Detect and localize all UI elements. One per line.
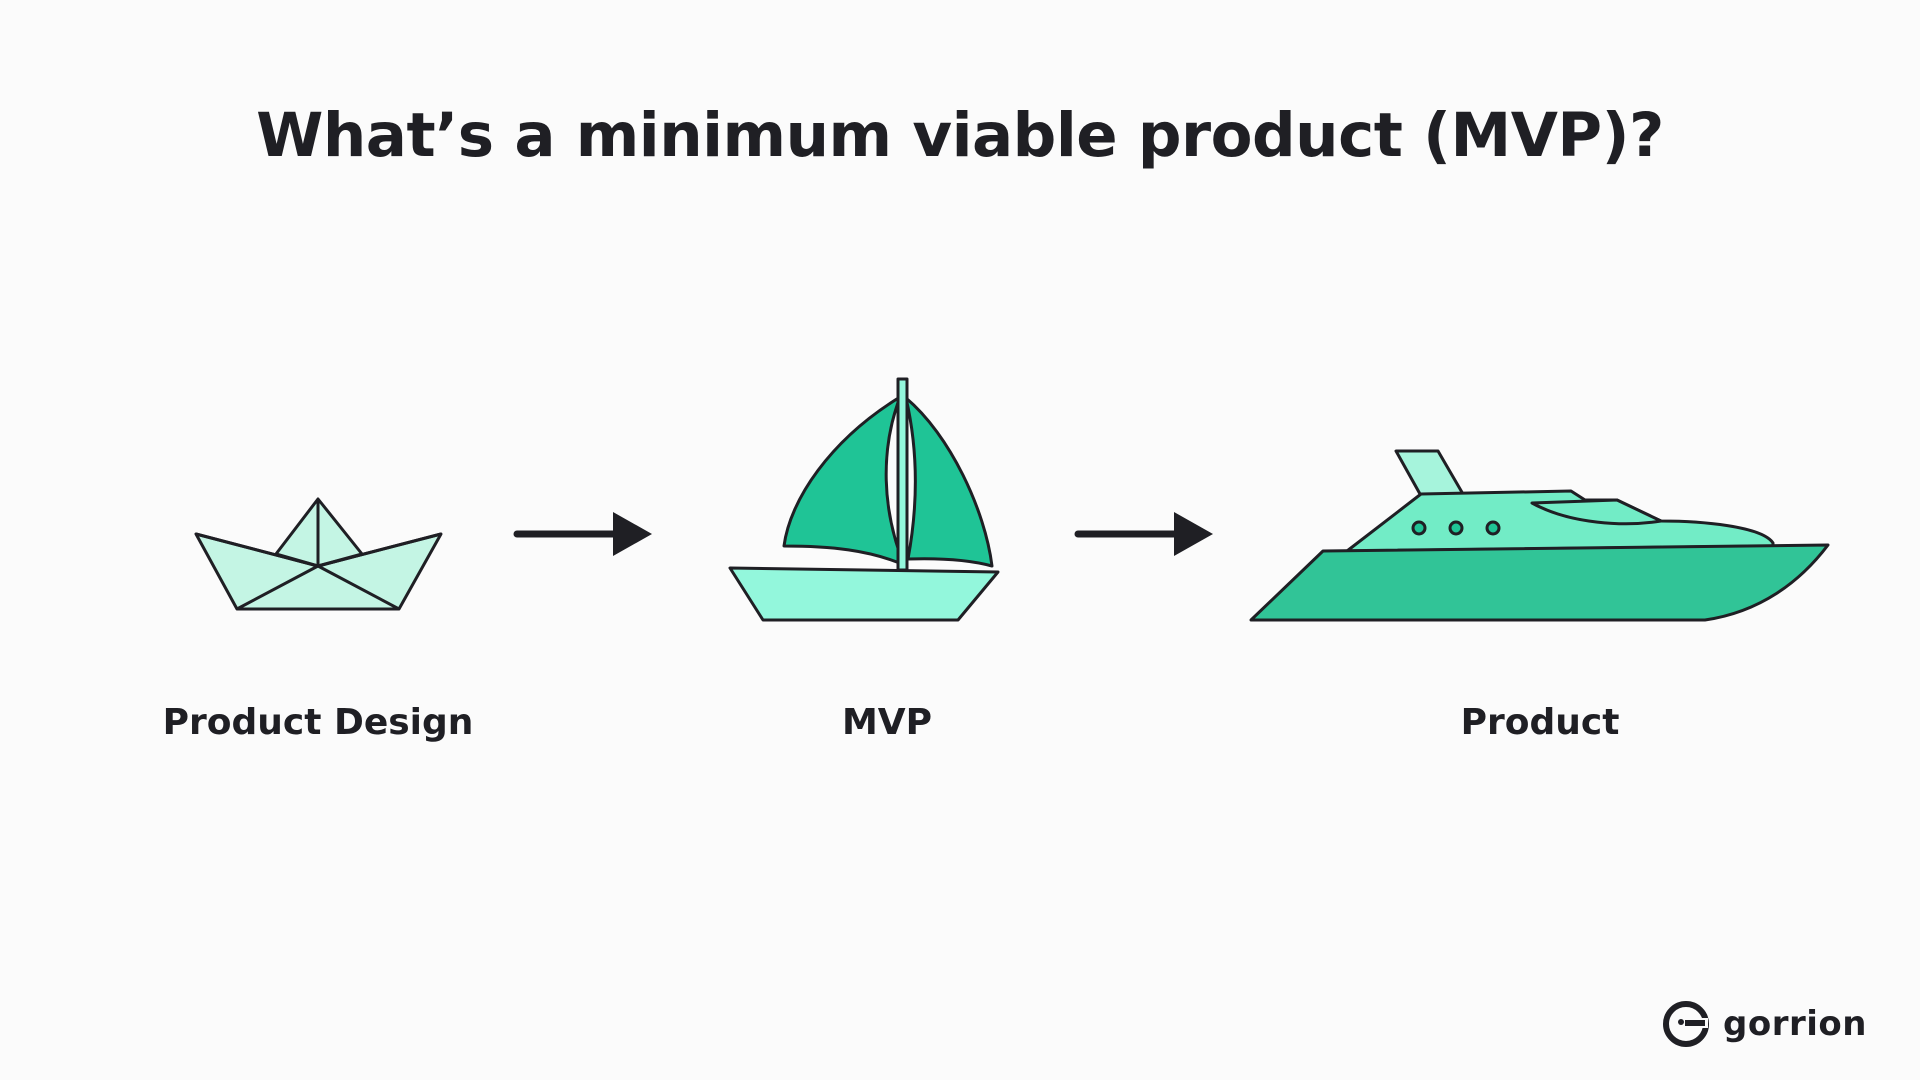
gorrion-logo-icon [1663,1001,1710,1047]
stage-label-product: Product [1460,702,1620,743]
paper-boat-icon [194,497,443,611]
arrow-right-icon [513,512,652,556]
yacht-icon [1249,449,1830,622]
brand-logo: gorrion [1663,1000,1867,1048]
stage-label-product-design: Product Design [162,702,474,743]
stage-label-mvp: MVP [841,702,933,743]
sailboat-icon [728,377,1000,622]
page-title: What’s a minimum viable product (MVP)? [256,100,1664,171]
brand-name: gorrion [1723,1004,1867,1044]
arrow-right-icon [1074,512,1213,556]
